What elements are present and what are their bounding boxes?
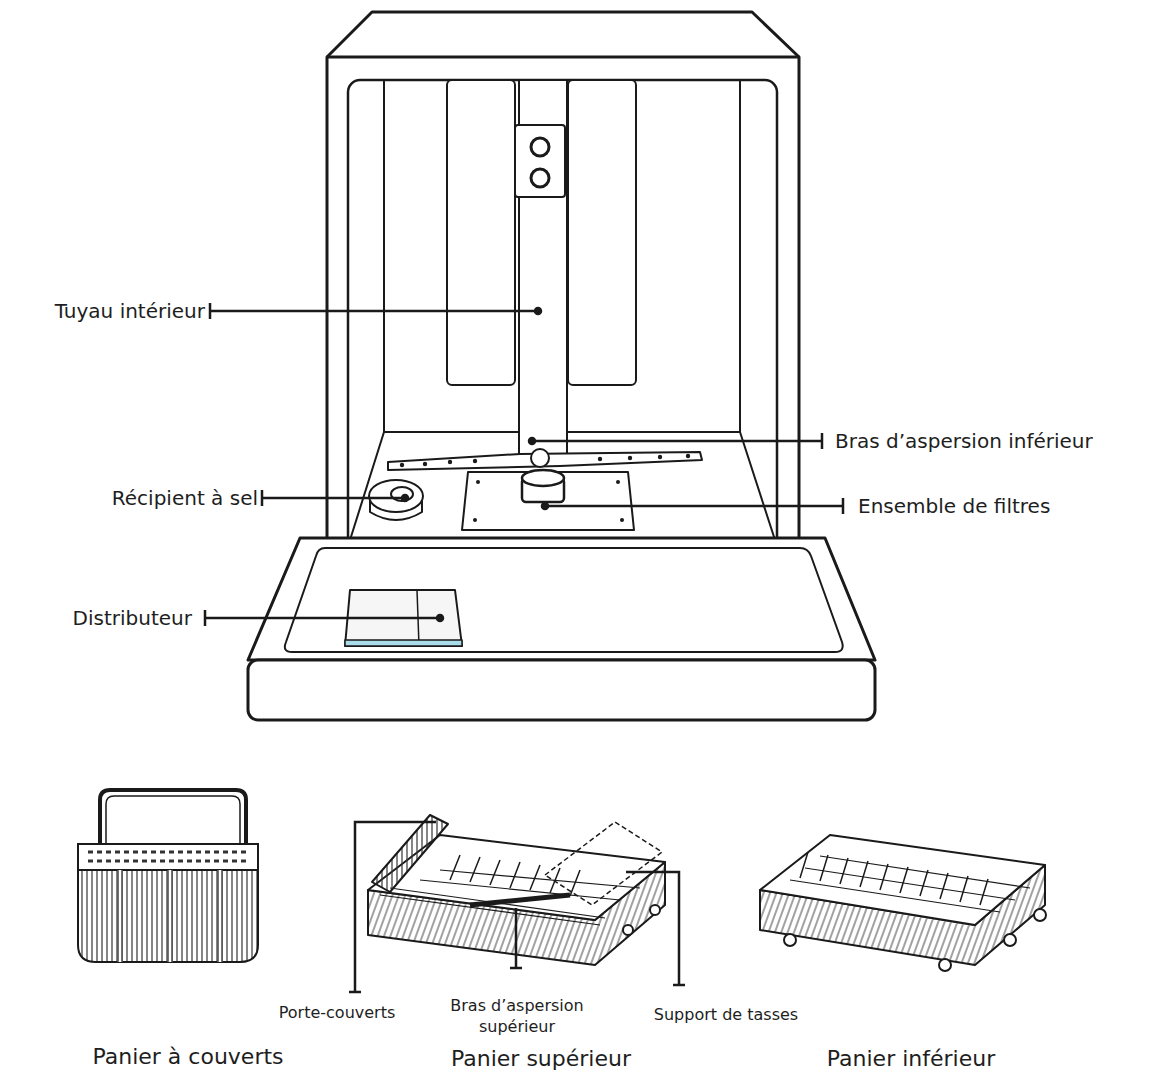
screw bbox=[616, 480, 620, 484]
spray-hole bbox=[473, 459, 477, 463]
part-label: Support de tasses bbox=[654, 1005, 798, 1026]
compartment-edge bbox=[118, 870, 222, 962]
basket-label: Panier supérieur bbox=[451, 1045, 631, 1074]
leader-dot bbox=[535, 308, 541, 314]
leader-line bbox=[262, 490, 405, 506]
nozzle-block bbox=[515, 125, 565, 197]
basket-wheel bbox=[784, 934, 796, 946]
basket-handle bbox=[100, 790, 246, 850]
leader-line bbox=[349, 822, 436, 992]
spray-hole bbox=[423, 462, 427, 466]
cup-support-outline bbox=[545, 822, 662, 905]
basket-wheel bbox=[939, 959, 951, 971]
leader-line bbox=[532, 433, 822, 449]
basket-tines bbox=[800, 852, 988, 905]
spray-hole bbox=[400, 463, 404, 467]
salt-cap bbox=[369, 480, 423, 512]
leader-lines bbox=[205, 303, 843, 992]
lid-holes bbox=[88, 852, 248, 861]
filter-top bbox=[522, 470, 564, 486]
leader-line bbox=[205, 610, 440, 626]
leader-line bbox=[210, 303, 538, 319]
leader-line bbox=[510, 908, 522, 968]
dishwasher bbox=[248, 12, 875, 720]
spray-holes bbox=[400, 454, 690, 467]
basket-wheel bbox=[1004, 934, 1016, 946]
cutlery-tray bbox=[372, 815, 448, 892]
part-label: Bras d’aspersion supérieur bbox=[431, 996, 603, 1038]
basket-tines bbox=[450, 855, 580, 896]
lower-basket bbox=[760, 835, 1046, 971]
basket-rim bbox=[760, 835, 1045, 925]
cutlery-basket bbox=[78, 790, 258, 962]
leader-dot bbox=[529, 438, 535, 444]
door-front bbox=[248, 660, 875, 720]
part-label: Ensemble de filtres bbox=[858, 493, 1050, 519]
part-label: Bras d’aspersion inférieur bbox=[835, 428, 1093, 454]
basket-handle-inner bbox=[106, 796, 240, 850]
cabinet-top bbox=[327, 12, 799, 57]
basket-label: Panier inférieur bbox=[827, 1045, 995, 1074]
spray-hole bbox=[628, 456, 632, 460]
back-panel bbox=[447, 80, 515, 385]
basket-wheel bbox=[1034, 909, 1046, 921]
back-panel bbox=[568, 80, 636, 385]
leader-dot bbox=[437, 615, 443, 621]
spray-hole bbox=[658, 455, 662, 459]
leader-dot bbox=[402, 495, 408, 501]
spray-hole bbox=[448, 460, 452, 464]
spray-hole bbox=[686, 454, 690, 458]
screw bbox=[476, 480, 480, 484]
dispenser-edge bbox=[345, 640, 462, 646]
part-label: Tuyau intérieur bbox=[55, 298, 205, 324]
spray-hole bbox=[598, 457, 602, 461]
basket-label: Panier à couverts bbox=[92, 1043, 283, 1072]
door-liner bbox=[285, 548, 843, 652]
part-label: Récipient à sel bbox=[112, 485, 258, 511]
upper-spray-arm bbox=[470, 895, 570, 905]
screw bbox=[620, 518, 624, 522]
tub bbox=[348, 80, 777, 550]
basket-wires bbox=[790, 856, 1030, 912]
leader-line bbox=[545, 498, 843, 514]
screw bbox=[473, 518, 477, 522]
basket-wheel bbox=[650, 905, 660, 915]
basket-wheel bbox=[623, 925, 633, 935]
part-label: Distributeur bbox=[73, 605, 192, 631]
nozzle bbox=[531, 138, 549, 156]
leader-dot bbox=[542, 503, 548, 509]
compartment-gap bbox=[120, 870, 220, 962]
nozzle bbox=[531, 169, 549, 187]
basket-lid bbox=[78, 844, 258, 870]
part-label: Porte-couverts bbox=[279, 1003, 396, 1024]
leader-line bbox=[626, 872, 685, 985]
spray-hub bbox=[531, 449, 549, 467]
door bbox=[248, 538, 875, 660]
